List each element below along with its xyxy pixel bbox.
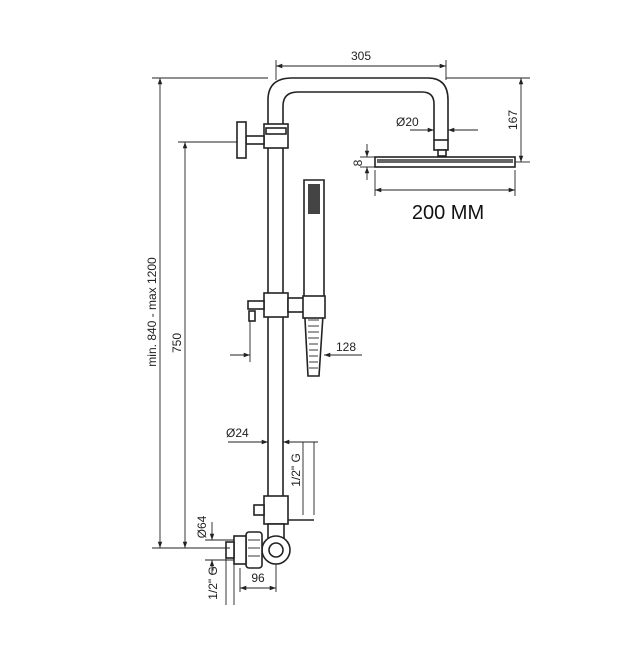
lower-coupling (253, 495, 314, 539)
hand-shower (302, 179, 326, 377)
dim-arm-width: 305 (275, 49, 447, 80)
dim-mixer-diameter: Ø64 (195, 515, 234, 575)
rail-diameter-label: Ø24 (226, 426, 249, 440)
head-width-label: 200 MM (412, 202, 484, 224)
dim-hand-offset: 128 (230, 321, 362, 362)
dim-thread-bottom: 1/2" G (206, 558, 235, 605)
dim-overall-height: min. 840 - max 1200 (145, 77, 268, 549)
arm-width-label: 305 (351, 49, 371, 63)
dim-head-height: 167 (446, 77, 530, 163)
dim-thread-top: 1/2" G (289, 442, 315, 515)
dim-rail-diameter: Ø24 (226, 426, 318, 445)
mixer-valve (225, 531, 291, 569)
hand-shower-holder (247, 292, 307, 322)
shower-arm (267, 77, 449, 140)
mixer-offset-label: 96 (251, 571, 265, 585)
mixer-diameter-label: Ø64 (195, 515, 209, 538)
head-height-label: 167 (506, 110, 520, 130)
arm-diameter-label: Ø20 (396, 115, 419, 129)
head-thickness-label: 8 (351, 159, 365, 166)
thread-bottom-label: 1/2" G (206, 566, 220, 600)
dim-rail-height: 750 (170, 141, 237, 548)
dim-head-width: 200 MM (374, 170, 516, 224)
overall-height-label: min. 840 - max 1200 (145, 257, 159, 367)
hand-offset-label: 128 (336, 340, 356, 354)
thread-top-label: 1/2" G (289, 453, 303, 487)
rail-coupling-band (265, 127, 287, 135)
diverter-handle (236, 121, 265, 159)
dim-mixer-offset: 96 (239, 564, 277, 592)
dim-arm-diameter: Ø20 (396, 115, 478, 133)
dim-head-thickness: 8 (351, 144, 375, 180)
shower-head (374, 139, 516, 168)
rail-height-label: 750 (170, 333, 184, 353)
